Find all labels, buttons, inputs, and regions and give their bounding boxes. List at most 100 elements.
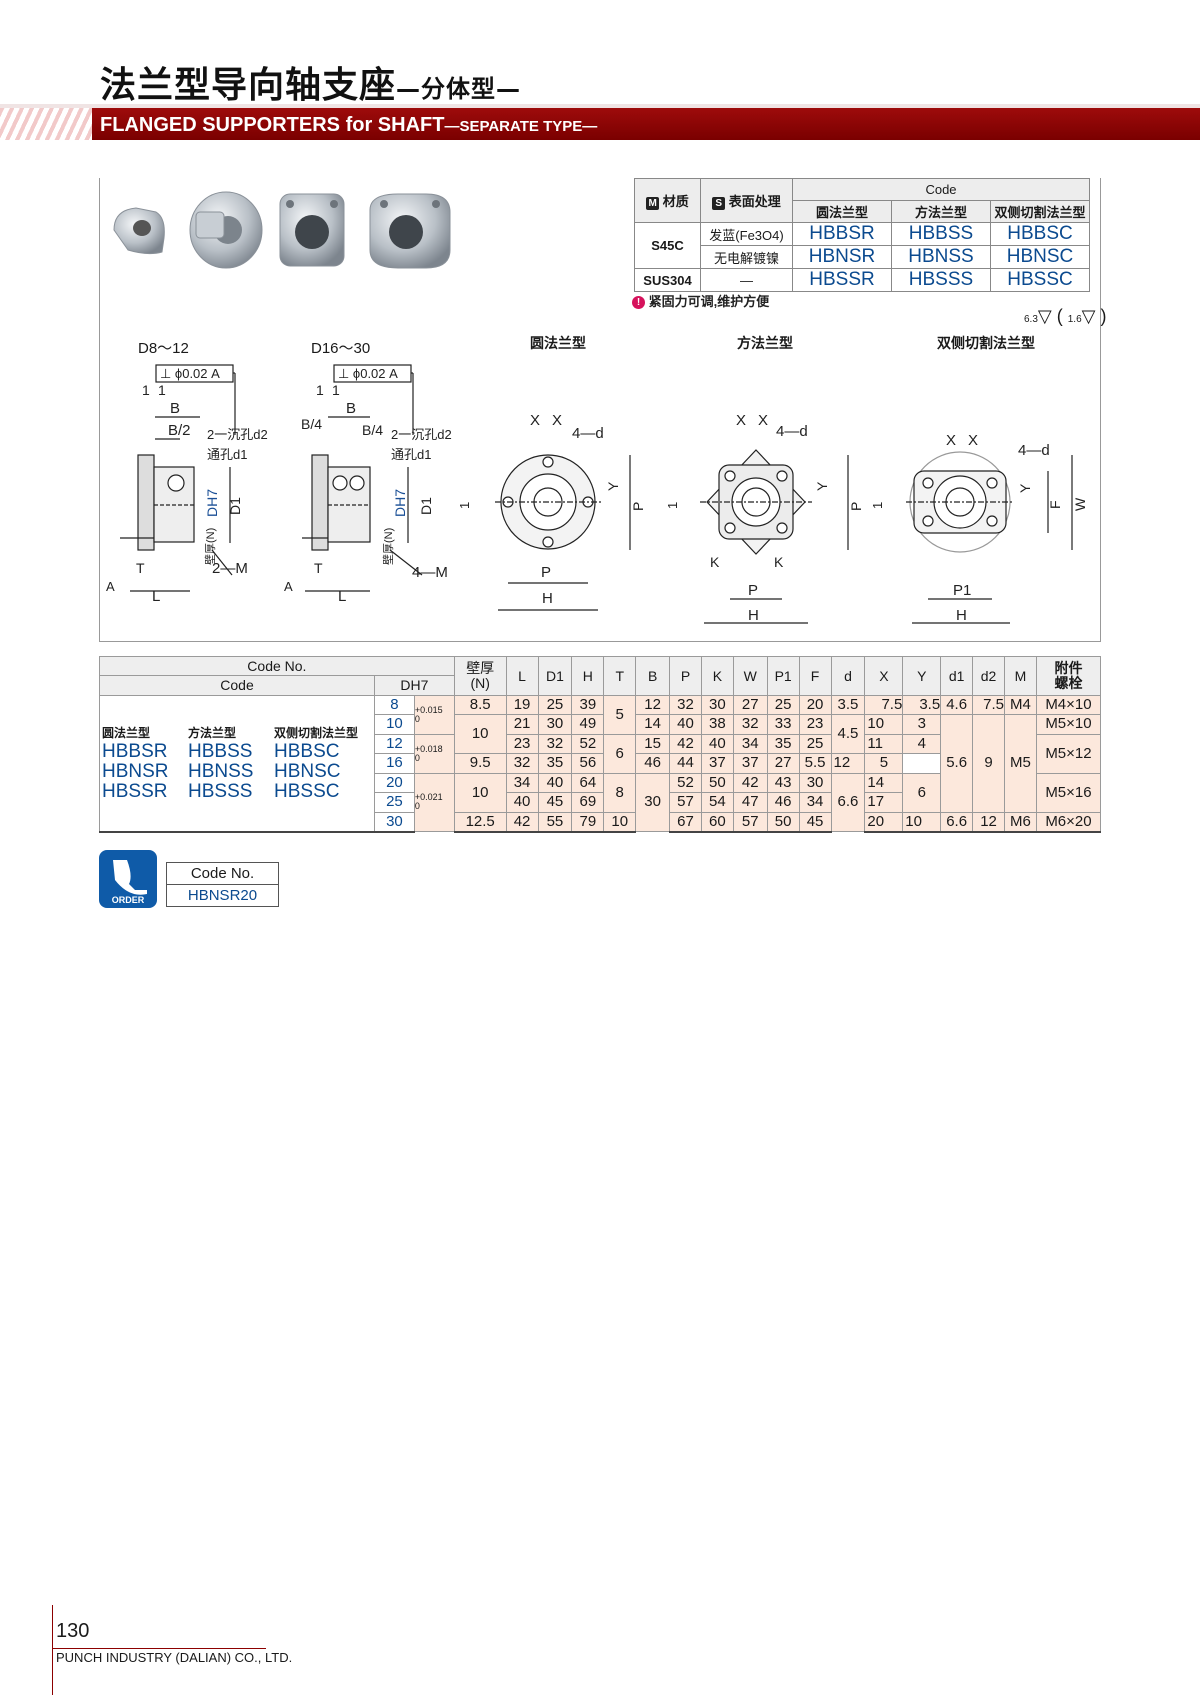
header-P: P — [669, 656, 702, 696]
cell-P1: 46 — [766, 792, 800, 813]
cell-D: 16 — [374, 753, 415, 774]
header-T: T — [603, 656, 637, 696]
cell-W: 27 — [732, 694, 768, 715]
header-F: F — [798, 656, 832, 696]
exclamation-icon: ! — [632, 296, 645, 310]
cell-d1: 6.6 — [940, 811, 974, 833]
cell-P: 52 — [669, 772, 702, 793]
header-d: d — [830, 656, 866, 696]
cell-D1: 55 — [537, 811, 573, 833]
cell-Y: 3.5 — [902, 694, 942, 715]
code-item: HBBSR — [102, 741, 168, 762]
photo-square-flange — [279, 193, 345, 267]
cell-L: 21 — [505, 714, 539, 735]
cell-P1: 50 — [766, 811, 800, 833]
title-main: 法兰型导向轴支座 — [100, 65, 397, 106]
cell-F: 34 — [798, 792, 832, 813]
dim-label: X — [758, 412, 768, 429]
cell-L: 19 — [505, 694, 539, 715]
header-K: K — [700, 656, 734, 696]
cell-bolt: M5×10 — [1035, 714, 1102, 735]
material-s45c: S45C — [634, 222, 701, 269]
page-title-en: FLANGED SUPPORTERS for SHAFT—SEPARATE TY… — [100, 114, 597, 137]
code-grid: 圆法兰型 方法兰型 双侧切割法兰型 HBBSR HBBSS HBBSC HBNS… — [100, 724, 374, 802]
cell-F: 27 — [766, 753, 800, 774]
page-number: 130 — [56, 1620, 90, 1642]
code-cell: HBSSR — [792, 268, 892, 292]
tolerance-label: ⊥ ϕ0.02 A — [160, 366, 220, 381]
dim-label: X — [552, 412, 562, 429]
technical-drawings: ⊥ ϕ0.02 A 1 1 B B/2 2一沉孔d2 通孔d1 D1 DH7 壁… — [106, 364, 1088, 624]
header-dh7: DH7 — [374, 675, 455, 696]
cell-K: 40 — [700, 733, 734, 754]
dim-label: Y — [605, 481, 621, 491]
tolerance-label: ⊥ ϕ0.02 A — [338, 366, 398, 381]
cell-F: 25 — [798, 733, 832, 754]
dim-label: X — [946, 432, 956, 449]
order-label: ORDER — [112, 895, 145, 905]
cell-H: 39 — [571, 694, 605, 715]
dim-label: DH7 — [204, 489, 220, 517]
cell-X: 12 — [830, 753, 866, 774]
cell-d: 5.5 — [798, 753, 832, 774]
cell-B: 14 — [635, 714, 671, 735]
cell-D: 8 — [374, 694, 415, 715]
cell-d: 3.5 — [830, 694, 866, 715]
spec-table: Code No. 壁厚 (N) L D1 H T B P K W P1 F d … — [99, 656, 1102, 833]
code-item: HBBSC — [274, 741, 340, 762]
cell-P1: 37 — [732, 753, 768, 774]
dim-label: B — [170, 400, 180, 417]
dim-label: K — [774, 554, 784, 570]
dim-label: P — [541, 564, 551, 581]
dim-label: B/2 — [168, 422, 191, 439]
dim-label: 1 — [142, 382, 150, 398]
cell-d: 4.5 — [830, 714, 866, 754]
cell-P1: 25 — [766, 694, 800, 715]
dim-label: Y — [814, 481, 830, 491]
dim-label: T — [136, 560, 145, 576]
drawing-label-round: 圆法兰型 — [530, 335, 586, 351]
type-cut: 双侧切割法兰型 — [990, 200, 1090, 223]
dim-label: K — [710, 554, 720, 570]
dim-label: X — [736, 412, 746, 429]
cell-W: 34 — [732, 733, 768, 754]
surface-none: — — [700, 268, 793, 292]
cell-H: 79 — [571, 811, 605, 833]
cell-D: 30 — [374, 811, 415, 833]
code-item: HBSSC — [274, 781, 340, 802]
surface-badge-icon: S — [712, 197, 726, 210]
cell-tolerance: +0.015 0 — [413, 694, 455, 735]
dim-label: B/4 — [362, 422, 383, 438]
dim-label: 4—d — [1018, 442, 1050, 459]
drawing-label-small: D8～12 — [138, 340, 189, 357]
photo-round-flange — [189, 191, 263, 269]
dim-label: A — [284, 579, 293, 594]
dim-label: D1 — [227, 497, 243, 515]
header-L: L — [505, 656, 539, 696]
dim-label: 壁厚(N) — [381, 528, 395, 565]
cell-F: 30 — [798, 772, 832, 793]
cell-K: 30 — [700, 694, 734, 715]
cell-W: 47 — [732, 792, 768, 813]
header-W: W — [732, 656, 768, 696]
dim-label: P — [748, 582, 758, 599]
dim-label: A — [106, 579, 115, 594]
code-item: HBNSR — [102, 761, 169, 782]
drawing-frame — [99, 178, 1101, 642]
cell-d2: 9 — [972, 714, 1006, 813]
roughness-symbol: 6.3▽ ( 1.6▽ ) — [1024, 306, 1107, 326]
cell-P1: 33 — [766, 714, 800, 735]
photo-half-clamp — [113, 207, 165, 255]
cell-P: 32 — [669, 694, 702, 715]
cell-L: 32 — [505, 753, 539, 774]
title-en-main: FLANGED SUPPORTERS for SHAFT — [100, 114, 445, 136]
cell-Y: 3 — [902, 714, 942, 735]
code-cell: HBSSC — [990, 268, 1090, 292]
cell-K: 60 — [700, 811, 734, 833]
code-type-square: 方法兰型 — [188, 726, 237, 740]
cell-P: 42 — [669, 733, 702, 754]
cell-L: 42 — [505, 811, 539, 833]
roughness-outer: 6.3 — [1024, 314, 1038, 325]
code-item: HBNSS — [188, 761, 254, 782]
cell-tolerance: +0.018 0 — [413, 733, 455, 774]
